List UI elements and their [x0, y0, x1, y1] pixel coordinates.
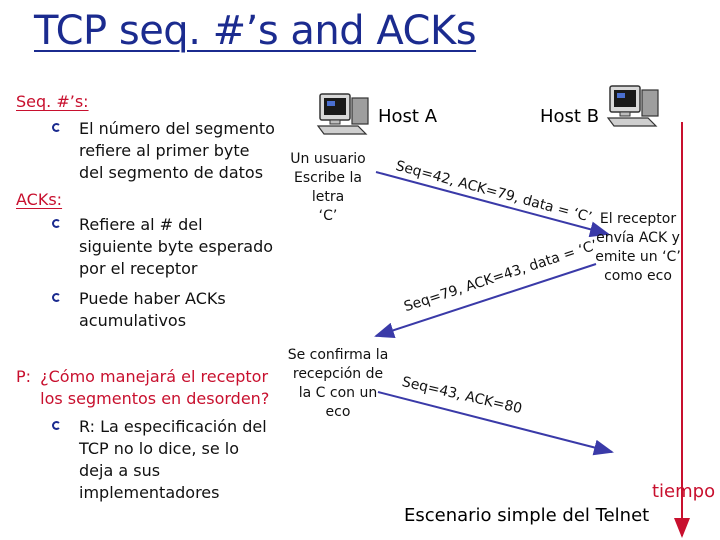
answer-bullet: R: La especificación del TCP no lo dice,… — [52, 416, 267, 504]
bullet-text: R: La especificación del TCP no lo dice,… — [79, 417, 267, 502]
slide-title: TCP seq. #’s and ACKs — [34, 8, 477, 54]
bullet-text: Refiere al # del siguiente byte esperado… — [79, 215, 274, 278]
host-b-label: Host B — [540, 106, 600, 127]
question-text: ¿Cómo manejará el receptor los segmentos… — [40, 367, 270, 408]
arrow-seq42 — [375, 171, 610, 238]
question-prefix: P: — [16, 367, 32, 386]
computer-icon — [606, 85, 659, 127]
ack-bullet-1: Refiere al # del siguiente byte esperado… — [52, 214, 273, 280]
arrow-seq43 — [377, 391, 614, 456]
host-a-confirm-note: Se confirma la recepción de la C con un … — [287, 347, 389, 420]
time-label: tiempo — [652, 481, 716, 502]
seq-heading: Seq. #’s: — [16, 92, 89, 111]
diagram-caption: Escenario simple del Telnet — [404, 505, 650, 526]
ack-heading: ACKs: — [16, 190, 63, 209]
arrow-seq79 — [374, 263, 597, 339]
bullet-icon — [52, 123, 61, 132]
seq-bullet-1: El número del segmento refiere al primer… — [52, 118, 275, 184]
host-a-label: Host A — [378, 106, 438, 127]
ack-bullet-2: Puede haber ACKs acumulativos — [52, 288, 226, 332]
bullet-text: Puede haber ACKs acumulativos — [79, 289, 226, 330]
question: P: ¿Cómo manejará el receptor los segmen… — [16, 366, 269, 410]
bullet-icon — [52, 293, 61, 302]
bullet-icon — [52, 219, 61, 228]
bullet-text: El número del segmento refiere al primer… — [79, 119, 275, 182]
bullet-icon — [52, 421, 61, 430]
host-a-note: Un usuario Escribe la letra ‘C’ — [290, 151, 366, 224]
computer-icon — [316, 93, 369, 135]
host-b-note: El receptor envía ACK y emite un ‘C’ com… — [595, 211, 681, 284]
